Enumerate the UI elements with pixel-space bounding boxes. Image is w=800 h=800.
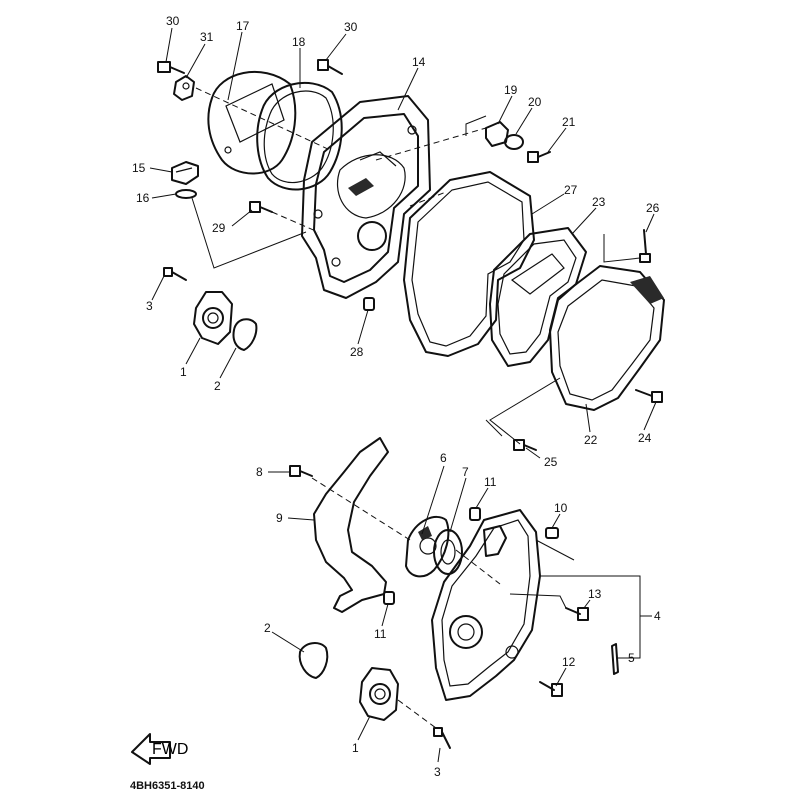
- part-20-washer: [504, 134, 524, 150]
- callout-20: 20: [528, 95, 542, 109]
- part-30-bolt-right: [317, 59, 343, 75]
- callout-7: 7: [462, 465, 469, 479]
- callout-3: 3: [146, 299, 153, 313]
- callout-22: 22: [584, 433, 598, 447]
- part-11-dowel-upper: [469, 507, 481, 521]
- alignment-lines: [191, 87, 652, 729]
- forward-arrow-label: FWD: [152, 741, 188, 758]
- callout-18: 18: [292, 35, 306, 49]
- part-1-plug-cover-lower: [359, 667, 399, 721]
- part-13-bolt: [565, 607, 589, 621]
- callout-23: 23: [592, 195, 606, 209]
- part-4-lower-cover: [431, 509, 541, 701]
- leader-lines: [149, 27, 657, 763]
- part-29-bolt: [249, 201, 273, 213]
- callout-28: 28: [350, 345, 364, 359]
- callout-13: 13: [588, 587, 602, 601]
- callout-3: 3: [434, 765, 441, 779]
- callout-16: 16: [136, 191, 150, 205]
- callout-31: 31: [200, 30, 214, 44]
- part-14-crankcase-cover: [301, 95, 431, 299]
- callout-30: 30: [344, 20, 358, 34]
- callout-2: 2: [264, 621, 271, 635]
- part-17-cover-plate: [207, 70, 297, 175]
- part-3-bolt-upper: [163, 267, 187, 281]
- part-7-ring: [433, 529, 463, 575]
- part-28-dowel-pin: [363, 297, 375, 311]
- callout-26: 26: [646, 201, 660, 215]
- part-2-o-ring-lower: [298, 642, 329, 679]
- callout-8: 8: [256, 465, 263, 479]
- callout-19: 19: [504, 83, 518, 97]
- callout-30: 30: [166, 14, 180, 28]
- part-15-filler-cap: [171, 161, 199, 185]
- callout-25: 25: [544, 455, 558, 469]
- part-3-bolt-lower: [433, 727, 451, 749]
- catalog-code: 4BH6351-8140: [130, 780, 205, 792]
- part-27-gasket: [403, 171, 535, 357]
- callout-1: 1: [352, 741, 359, 755]
- callout-numbers: 30 31 17 18 30 14 19 20 21 15 16 27 23 2…: [132, 14, 661, 779]
- callout-10: 10: [554, 501, 568, 515]
- part-9-gasket: [313, 437, 389, 613]
- part-10-grommet: [545, 527, 559, 539]
- part-12-bolt: [539, 681, 563, 697]
- callout-5: 5: [628, 651, 635, 665]
- part-5-decal: [611, 643, 619, 675]
- part-1-plug-cover-upper: [193, 291, 233, 345]
- callout-2: 2: [214, 379, 221, 393]
- callout-4: 4: [654, 609, 661, 623]
- callout-11: 11: [484, 475, 497, 489]
- callout-21: 21: [562, 115, 576, 129]
- part-16-o-ring: [175, 189, 197, 199]
- part-23-gasket: [489, 227, 587, 367]
- part-22-outer-cover: [549, 265, 665, 411]
- callout-11: 11: [374, 627, 387, 641]
- callout-14: 14: [412, 55, 426, 69]
- part-24-bolt: [635, 389, 663, 403]
- part-31-hose-fitting: [173, 75, 195, 101]
- part-2-o-ring-upper: [232, 318, 258, 351]
- callout-15: 15: [132, 161, 146, 175]
- callout-27: 27: [564, 183, 578, 197]
- part-8-bolt: [289, 465, 313, 477]
- part-26-bolt: [639, 229, 651, 263]
- part-11-dowel-lower: [383, 591, 395, 605]
- part-30-bolt-left: [157, 61, 185, 74]
- callout-29: 29: [212, 221, 226, 235]
- part-21-bolt: [527, 151, 551, 163]
- forward-arrow-icon: FWD: [131, 733, 188, 765]
- callout-1: 1: [180, 365, 187, 379]
- callout-12: 12: [562, 655, 576, 669]
- callout-24: 24: [638, 431, 652, 445]
- callout-6: 6: [440, 451, 447, 465]
- callout-17: 17: [236, 19, 250, 33]
- part-25-bolt: [513, 439, 537, 451]
- part-18-gasket-ring: [256, 82, 343, 191]
- callout-9: 9: [276, 511, 283, 525]
